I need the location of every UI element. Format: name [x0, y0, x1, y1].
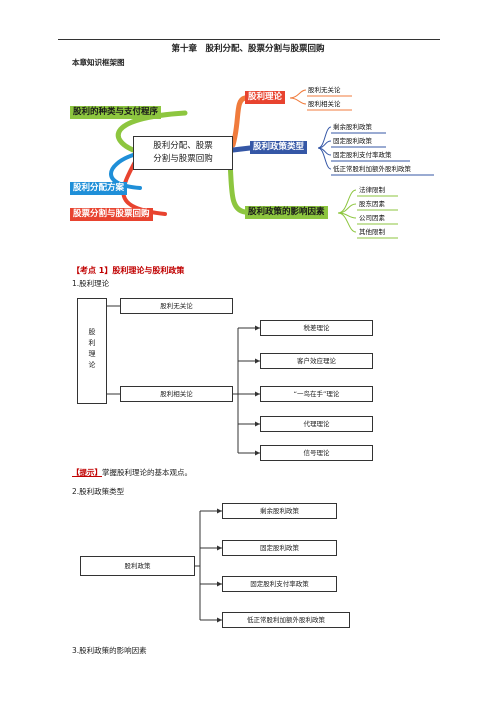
- theory-child-box: 信号理论: [260, 445, 373, 461]
- node-distribution-plan: 股利分配方案: [70, 182, 128, 195]
- node-dividend-theory: 股利理论: [245, 91, 286, 104]
- center-line-1: 股利分配、股票: [153, 141, 213, 151]
- tip-line: 【提示】掌握股利理论的基本观点。: [72, 467, 192, 478]
- policy-child-box: 固定股利政策: [222, 540, 337, 556]
- leaf-other: 其他限制: [359, 228, 385, 236]
- policy-root-box: 股利政策: [80, 556, 195, 576]
- kaodian-heading: 【考点 1】股利理论与股利政策: [72, 266, 185, 275]
- theory-child-box: 税差理论: [260, 320, 373, 336]
- leaf-irrelevance: 股利无关论: [308, 86, 341, 94]
- section1-heading: 1.股利理论: [72, 279, 110, 288]
- policy-child-box: 剩余股利政策: [222, 503, 337, 519]
- node-split-buyback: 股票分割与股票回购: [70, 208, 153, 221]
- leaf-shareholder: 股东因素: [359, 200, 385, 208]
- leaf-residual-policy: 剩余股利政策: [333, 123, 372, 131]
- chapter-title: 第十章 股利分配、股票分割与股票回购: [171, 44, 325, 54]
- leaf-relevance: 股利相关论: [308, 100, 341, 108]
- theory-child-box: 代理理论: [260, 416, 373, 432]
- tip-text: 掌握股利理论的基本观点。: [102, 468, 192, 477]
- irrelevance-box: 股利无关论: [120, 298, 233, 314]
- tip-tag: 【提示】: [72, 468, 102, 477]
- node-policy-factors: 股利政策的影响因素: [245, 206, 328, 219]
- theory-child-box: “一鸟在手”理论: [260, 386, 373, 402]
- node-policy-types: 股利政策类型: [250, 141, 308, 154]
- theory-child-box: 客户效应理论: [260, 353, 373, 369]
- node-dividend-types: 股利的种类与支付程序: [70, 106, 162, 119]
- leaf-company: 公司因素: [359, 214, 385, 222]
- policy-child-box: 低正常股利加额外股利政策: [222, 612, 350, 628]
- section2-heading: 2.股利政策类型: [72, 487, 125, 496]
- leaf-fixed-ratio-policy: 固定股利支付率政策: [333, 151, 392, 159]
- top-rule: [58, 39, 440, 40]
- mindmap-center: 股利分配、股票 分割与股票回购: [133, 136, 233, 170]
- leaf-low-regular-policy: 低正常股利加额外股利政策: [333, 165, 411, 173]
- framework-label: 本章知识框架图: [72, 58, 125, 67]
- policy-child-box: 固定股利支付率政策: [222, 576, 337, 592]
- relevance-box: 股利相关论: [120, 386, 233, 402]
- theory-root-box: 股 利 理 论: [77, 298, 107, 404]
- section3-heading: 3.股利政策的影响因素: [72, 646, 147, 655]
- leaf-legal: 法律限制: [359, 186, 385, 194]
- leaf-fixed-policy: 固定股利政策: [333, 137, 372, 145]
- center-line-2: 分割与股票回购: [153, 154, 213, 164]
